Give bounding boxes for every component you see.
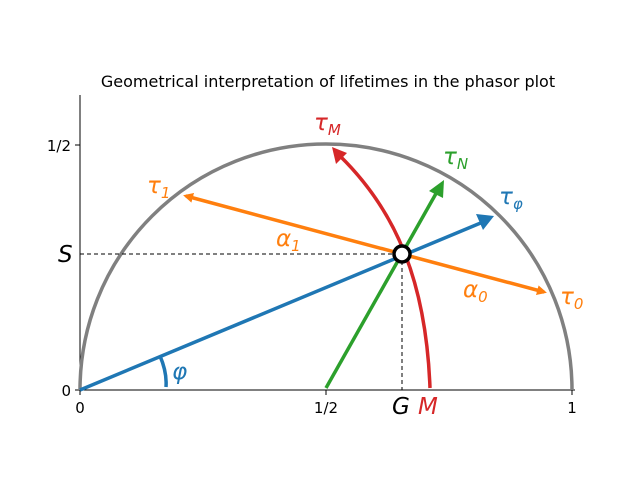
tau-M-symbol: τ [314,110,328,136]
alpha-1-sub: 1 [291,237,301,255]
x-tick-label-half: 1/2 [314,399,338,417]
phasor-point [392,244,412,264]
tau-N-symbol: τ [443,144,457,170]
y-tick-label-half: 1/2 [47,137,71,155]
alpha-1-label: α1 [276,226,301,255]
plot-title: Geometrical interpretation of lifetimes … [101,72,555,91]
x-tick-label-0: 0 [75,399,85,417]
alpha-0-label: α0 [463,277,488,306]
phi-angle-arc [158,355,168,388]
alpha-0-sub: 0 [478,288,488,306]
G-label: G [392,394,410,420]
S-label: S [58,242,73,268]
y-tick-label-0: 0 [61,382,71,400]
tau-1-sub: 1 [161,184,171,202]
alpha-0-symbol: α [463,277,478,303]
tau-0-symbol: τ [560,284,574,310]
phase-line [79,220,484,392]
tau-phi-sub: φ [513,195,523,213]
x-tick-label-1: 1 [567,399,577,417]
tau-N-sub: N [457,155,468,173]
tau-N-label: τN [443,144,468,173]
tau-M-label: τM [314,110,341,139]
alpha0-arrow [401,252,547,296]
modulation-line [324,189,440,389]
modulation-arc [338,154,432,389]
alpha1-arrow [183,192,403,256]
modulation-arrowhead [429,180,444,198]
tau-1-label: τ1 [147,173,170,202]
tau-phi-label: τφ [499,184,523,213]
tau-0-sub: 0 [574,295,584,313]
tau-1-symbol: τ [147,173,161,199]
M-label: M [418,394,438,420]
alpha-1-symbol: α [276,226,291,252]
universal-semicircle [78,142,574,391]
tau-0-label: τ0 [560,284,583,313]
tau-M-sub: M [328,121,341,139]
phi-label: φ [172,359,187,385]
modulation-arc-arrowhead [332,147,347,164]
tau-phi-symbol: τ [499,184,513,210]
phase-arrowhead [476,214,494,230]
